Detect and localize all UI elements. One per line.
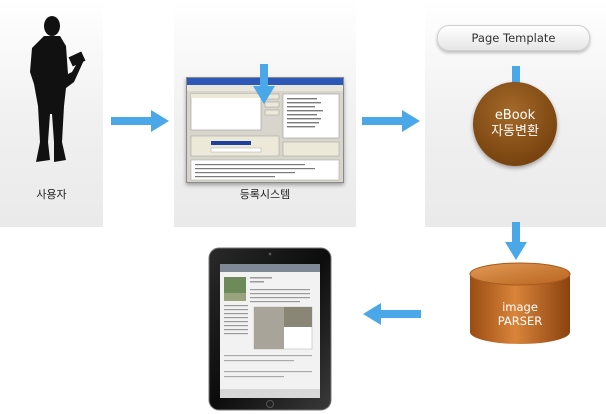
arrow-down-icon [253, 64, 275, 104]
parser-cylinder [469, 262, 571, 344]
parser-name-label: PARSER [497, 314, 543, 328]
arrow-right-icon [362, 110, 420, 132]
registration-label: 등록시스템 [239, 188, 291, 201]
tablet-device [208, 247, 332, 411]
parser-label: image PARSER [470, 300, 570, 328]
arrow-right-icon [111, 110, 169, 132]
ebook-label: eBook [494, 108, 536, 123]
conversion-label: 자동변환 [491, 124, 539, 139]
page-template-box: Page Template [437, 25, 590, 51]
arrow-left-icon [363, 303, 421, 325]
user-silhouette-icon [30, 16, 86, 162]
image-label: image [502, 300, 538, 314]
user-label: 사용자 [36, 188, 67, 201]
ebook-conversion-circle: eBook 자동변환 [473, 82, 557, 166]
arrow-down-icon [505, 222, 527, 260]
